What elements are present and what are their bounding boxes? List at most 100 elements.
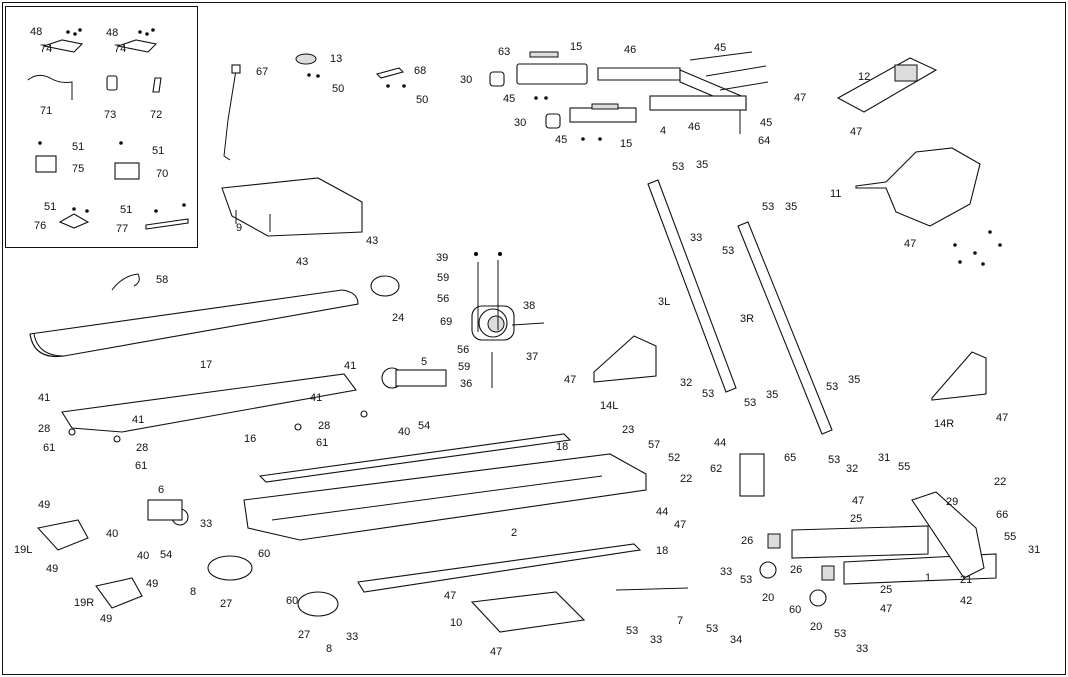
part-label: 20: [762, 592, 774, 604]
part-label: 50: [332, 83, 344, 95]
part-label: 38: [523, 300, 535, 312]
part-label: 71: [40, 105, 52, 117]
part-label: 53: [826, 381, 838, 393]
part-label: 41: [344, 360, 356, 372]
part-label: 68: [414, 65, 426, 77]
part-label: 14L: [600, 400, 618, 412]
part-label: 6: [158, 484, 164, 496]
part-label: 53: [834, 628, 846, 640]
part-label: 21: [960, 574, 972, 586]
part-label: 47: [852, 495, 864, 507]
part-label: 43: [366, 235, 378, 247]
part-label: 53: [722, 245, 734, 257]
part-label: 36: [460, 378, 472, 390]
part-label: 43: [296, 256, 308, 268]
part-label: 61: [135, 460, 147, 472]
part-label: 47: [996, 412, 1008, 424]
part-label: 51: [44, 201, 56, 213]
part-label: 75: [72, 163, 84, 175]
part-label: 11: [830, 188, 841, 200]
part-label: 53: [828, 454, 840, 466]
part-label: 33: [856, 643, 868, 655]
part-label: 42: [960, 595, 972, 607]
part-label: 14R: [934, 418, 954, 430]
part-label: 65: [784, 452, 796, 464]
upright-parts: [593, 179, 987, 497]
part-label: 49: [46, 563, 58, 575]
part-label: 48: [106, 27, 118, 39]
part-label: 22: [680, 473, 692, 485]
part-label: 46: [688, 121, 700, 133]
part-label: 28: [38, 423, 50, 435]
part-label: 44: [714, 437, 726, 449]
part-label: 61: [316, 437, 328, 449]
part-label: 53: [740, 574, 752, 586]
part-label: 56: [457, 344, 469, 356]
part-label: 25: [880, 584, 892, 596]
part-label: 16: [244, 433, 256, 445]
part-label: 63: [498, 46, 510, 58]
part-label: 27: [220, 598, 232, 610]
part-label: 33: [200, 518, 212, 530]
part-label: 47: [444, 590, 456, 602]
part-label: 24: [392, 312, 404, 324]
part-label: 3L: [658, 296, 670, 308]
part-label: 35: [766, 389, 778, 401]
part-label: 28: [136, 442, 148, 454]
part-label: 62: [710, 463, 722, 475]
part-label: 26: [790, 564, 802, 576]
part-label: 37: [526, 351, 538, 363]
part-label: 33: [346, 631, 358, 643]
part-label: 77: [116, 223, 128, 235]
part-label: 3R: [740, 313, 754, 325]
part-label: 47: [674, 519, 686, 531]
part-label: 32: [680, 377, 692, 389]
part-label: 17: [200, 359, 212, 371]
part-label: 53: [706, 623, 718, 635]
part-label: 30: [514, 117, 526, 129]
part-label: 8: [326, 643, 332, 655]
part-label: 23: [622, 424, 634, 436]
top-parts: [221, 51, 1002, 266]
part-label: 51: [152, 145, 164, 157]
part-label: 35: [696, 159, 708, 171]
part-label: 32: [846, 463, 858, 475]
part-label: 49: [38, 499, 50, 511]
part-label: 52: [668, 452, 680, 464]
part-label: 53: [626, 625, 638, 637]
part-label: 45: [503, 93, 515, 105]
frame-parts: [36, 433, 997, 633]
part-label: 49: [146, 578, 158, 590]
part-label: 31: [1028, 544, 1040, 556]
part-label: 45: [714, 42, 726, 54]
part-label: 33: [650, 634, 662, 646]
part-label: 72: [150, 109, 162, 121]
part-label: 41: [132, 414, 144, 426]
part-label: 74: [40, 43, 52, 55]
part-label: 74: [114, 43, 126, 55]
part-label: 55: [898, 461, 910, 473]
part-label: 60: [258, 548, 270, 560]
part-label: 69: [440, 316, 452, 328]
part-label: 57: [648, 439, 660, 451]
part-label: 18: [656, 545, 668, 557]
part-label: 30: [460, 74, 472, 86]
part-label: 18: [556, 441, 568, 453]
part-label: 59: [458, 361, 470, 373]
part-label: 53: [672, 161, 684, 173]
part-label: 10: [450, 617, 462, 629]
part-label: 2: [511, 527, 517, 539]
part-label: 61: [43, 442, 55, 454]
part-label: 5: [421, 356, 427, 368]
part-label: 8: [190, 586, 196, 598]
part-label: 70: [156, 168, 168, 180]
part-label: 13: [330, 53, 342, 65]
part-label: 40: [137, 550, 149, 562]
part-label: 22: [994, 476, 1006, 488]
part-label: 54: [160, 549, 172, 561]
part-label: 45: [555, 134, 567, 146]
part-label: 55: [1004, 531, 1016, 543]
part-label: 47: [880, 603, 892, 615]
